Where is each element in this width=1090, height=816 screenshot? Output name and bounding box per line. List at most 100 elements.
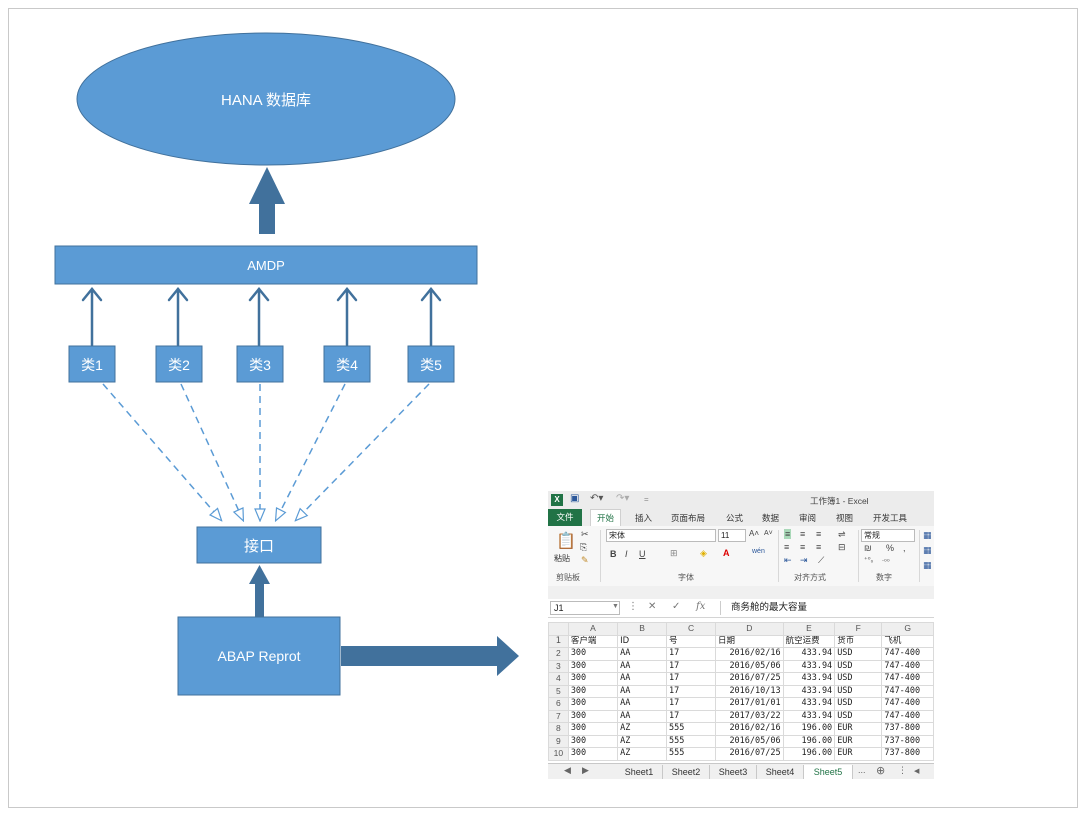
decrease-decimal-icon[interactable]: .₀₀ [882, 556, 890, 563]
table-cell[interactable]: 555 [665, 734, 717, 748]
column-header[interactable]: A [567, 622, 619, 636]
orientation-icon[interactable]: ⟋ [818, 555, 825, 565]
table-cell[interactable]: USD [834, 709, 883, 723]
cancel-icon[interactable]: ✕ [648, 601, 657, 612]
tab-data[interactable]: 数据 [762, 513, 780, 523]
table-cell[interactable]: 196.00 [782, 734, 836, 748]
table-cell[interactable]: 300 [567, 672, 619, 686]
row-header[interactable]: 10 [548, 747, 569, 761]
table-cell[interactable]: 300 [567, 722, 619, 736]
tab-developer[interactable]: 开发工具 [873, 513, 908, 523]
conditional-format-icon[interactable]: ▦ [923, 530, 932, 540]
table-cell[interactable]: 747-400 [881, 647, 934, 661]
table-cell[interactable]: 2016/05/06 [715, 734, 784, 748]
row-header[interactable]: 8 [548, 722, 569, 736]
align-middle-icon[interactable]: ≡ [800, 529, 806, 539]
table-cell[interactable]: 17 [665, 659, 717, 673]
increase-decimal-icon[interactable]: ⁺⁰₀ [864, 557, 874, 564]
table-cell[interactable]: USD [834, 647, 883, 661]
table-cell[interactable]: USD [834, 672, 883, 686]
customize-qat-icon[interactable]: = [644, 495, 649, 504]
table-cell[interactable]: AA [617, 647, 667, 661]
sheet-tab-active[interactable]: Sheet5 [804, 765, 853, 779]
table-cell[interactable]: 300 [567, 734, 619, 748]
table-cell[interactable]: 747-400 [881, 672, 934, 686]
table-cell[interactable]: 号 [665, 634, 717, 648]
table-cell[interactable]: 航空运费 [782, 634, 836, 648]
table-cell[interactable]: 客户端 [567, 634, 619, 648]
grow-font-icon[interactable]: A˄ [749, 529, 760, 538]
table-cell[interactable]: 300 [567, 697, 619, 711]
row-header[interactable]: 1 [548, 634, 569, 648]
tab-view[interactable]: 视图 [836, 513, 854, 523]
table-cell[interactable]: 196.00 [782, 722, 836, 736]
borders-icon[interactable]: ⊞ [670, 548, 678, 558]
table-cell[interactable]: 飞机 [881, 634, 934, 648]
sheet-tab[interactable]: Sheet3 [710, 765, 757, 779]
undo-icon[interactable]: ↶▾ [590, 493, 604, 504]
table-cell[interactable]: EUR [834, 747, 883, 761]
redo-icon[interactable]: ↷▾ [616, 493, 630, 504]
column-header[interactable]: F [834, 622, 883, 636]
table-cell[interactable]: 2016/05/06 [715, 659, 784, 673]
row-header[interactable]: 9 [548, 734, 569, 748]
table-cell[interactable]: 433.94 [782, 659, 836, 673]
align-left-icon[interactable]: ≡ [784, 542, 790, 552]
select-all-corner[interactable] [548, 622, 569, 636]
copy-icon[interactable]: ⎘ [580, 542, 588, 552]
tab-splitter-icon[interactable]: ⋮ [898, 765, 907, 775]
table-cell[interactable]: AA [617, 709, 667, 723]
cell-styles-icon[interactable]: ▦ [923, 560, 932, 570]
table-cell[interactable]: 555 [665, 747, 717, 761]
table-cell[interactable]: 433.94 [782, 697, 836, 711]
table-cell[interactable]: 433.94 [782, 709, 836, 723]
add-sheet-icon[interactable]: ⊕ [876, 765, 886, 777]
insert-function-icon[interactable]: fx [696, 601, 706, 612]
more-sheets[interactable]: ... [858, 765, 866, 775]
table-cell[interactable]: EUR [834, 722, 883, 736]
sheet-tab[interactable]: Sheet4 [757, 765, 804, 779]
table-cell[interactable]: AA [617, 697, 667, 711]
table-cell[interactable]: 433.94 [782, 672, 836, 686]
sheet-tab[interactable]: Sheet2 [663, 765, 710, 779]
shrink-font-icon[interactable]: A˅ [764, 530, 773, 537]
table-cell[interactable]: 2017/01/01 [715, 697, 784, 711]
table-cell[interactable]: EUR [834, 734, 883, 748]
tab-formulas[interactable]: 公式 [726, 513, 744, 523]
row-header[interactable]: 7 [548, 709, 569, 723]
align-center-icon[interactable]: ≡ [800, 542, 806, 552]
decrease-indent-icon[interactable]: ⇤ [784, 555, 792, 565]
table-cell[interactable]: AA [617, 672, 667, 686]
column-header[interactable]: E [782, 622, 836, 636]
table-cell[interactable]: USD [834, 697, 883, 711]
table-cell[interactable]: 300 [567, 659, 619, 673]
table-cell[interactable]: 747-400 [881, 684, 934, 698]
format-table-icon[interactable]: ▦ [923, 545, 932, 555]
tab-home[interactable]: 开始 [590, 509, 622, 526]
table-cell[interactable]: AZ [617, 722, 667, 736]
table-cell[interactable]: 2016/07/25 [715, 672, 784, 686]
sheet-tab[interactable]: Sheet1 [616, 765, 663, 779]
table-cell[interactable]: USD [834, 684, 883, 698]
table-cell[interactable]: 300 [567, 684, 619, 698]
hscroll-left-icon[interactable]: ◀ [914, 768, 920, 775]
font-name-select[interactable]: 宋体 [606, 529, 716, 542]
tab-review[interactable]: 审阅 [799, 513, 817, 523]
table-cell[interactable]: 555 [665, 722, 717, 736]
table-cell[interactable]: USD [834, 659, 883, 673]
enter-icon[interactable]: ✓ [672, 601, 681, 612]
table-cell[interactable]: ID [617, 634, 667, 648]
font-size-select[interactable]: 11 [718, 529, 746, 542]
table-cell[interactable]: AA [617, 684, 667, 698]
table-cell[interactable]: 737-800 [881, 722, 934, 736]
name-box-dropdown-icon[interactable]: ▼ [612, 603, 619, 610]
table-cell[interactable]: 17 [665, 647, 717, 661]
merge-center-icon[interactable]: ⊟ [838, 542, 846, 552]
save-icon[interactable]: ▣ [570, 493, 580, 504]
table-cell[interactable]: 433.94 [782, 684, 836, 698]
table-cell[interactable]: 747-400 [881, 709, 934, 723]
column-header[interactable]: C [665, 622, 717, 636]
increase-indent-icon[interactable]: ⇥ [800, 555, 808, 565]
table-cell[interactable]: 2016/10/13 [715, 684, 784, 698]
percent-icon[interactable]: % [886, 543, 895, 553]
